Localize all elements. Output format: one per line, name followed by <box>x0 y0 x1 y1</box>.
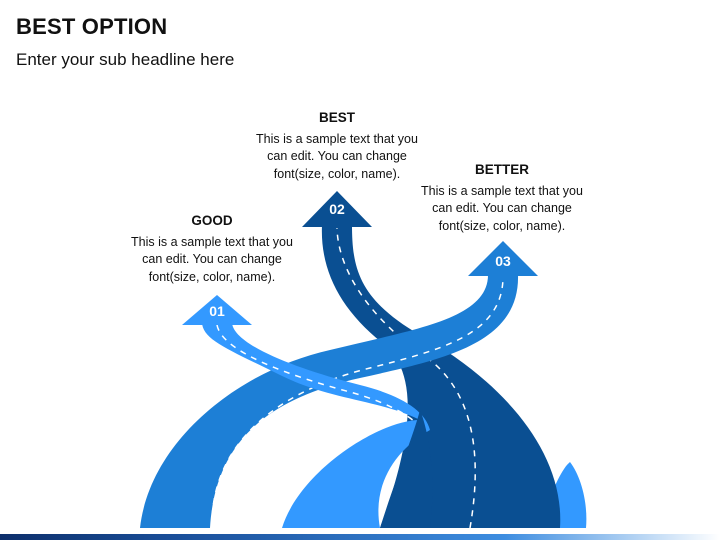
option-block-better: BETTER This is a sample text that you ca… <box>412 161 592 235</box>
road-arrow-01-lane <box>216 324 426 436</box>
road-arrow-01 <box>202 322 430 528</box>
option-number-01: 01 <box>209 303 225 319</box>
option-block-good: GOOD This is a sample text that you can … <box>122 212 302 286</box>
footer-bar <box>0 534 720 540</box>
arrowhead-02 <box>302 191 372 227</box>
option-number-02: 02 <box>329 201 345 217</box>
road-arrow-03-lane <box>211 277 504 529</box>
option-text: This is a sample text that you can edit.… <box>256 131 418 181</box>
page-subtitle: Enter your sub headline here <box>16 50 235 69</box>
road-arrow-02-front <box>380 410 433 528</box>
arrowhead-01 <box>182 295 252 325</box>
arrowhead-03 <box>468 241 538 276</box>
option-heading: BEST <box>318 110 355 125</box>
option-text: This is a sample text that you can edit.… <box>421 183 583 233</box>
road-arrow-03 <box>140 275 519 528</box>
page-title: BEST OPTION <box>16 14 168 39</box>
option-heading: BETTER <box>475 162 529 177</box>
option-heading: GOOD <box>191 213 233 228</box>
option-number-03: 03 <box>495 253 511 269</box>
option-block-best: BEST This is a sample text that you can … <box>247 109 427 183</box>
road-arrow-02 <box>321 225 561 528</box>
option-text: This is a sample text that you can edit.… <box>131 234 293 284</box>
